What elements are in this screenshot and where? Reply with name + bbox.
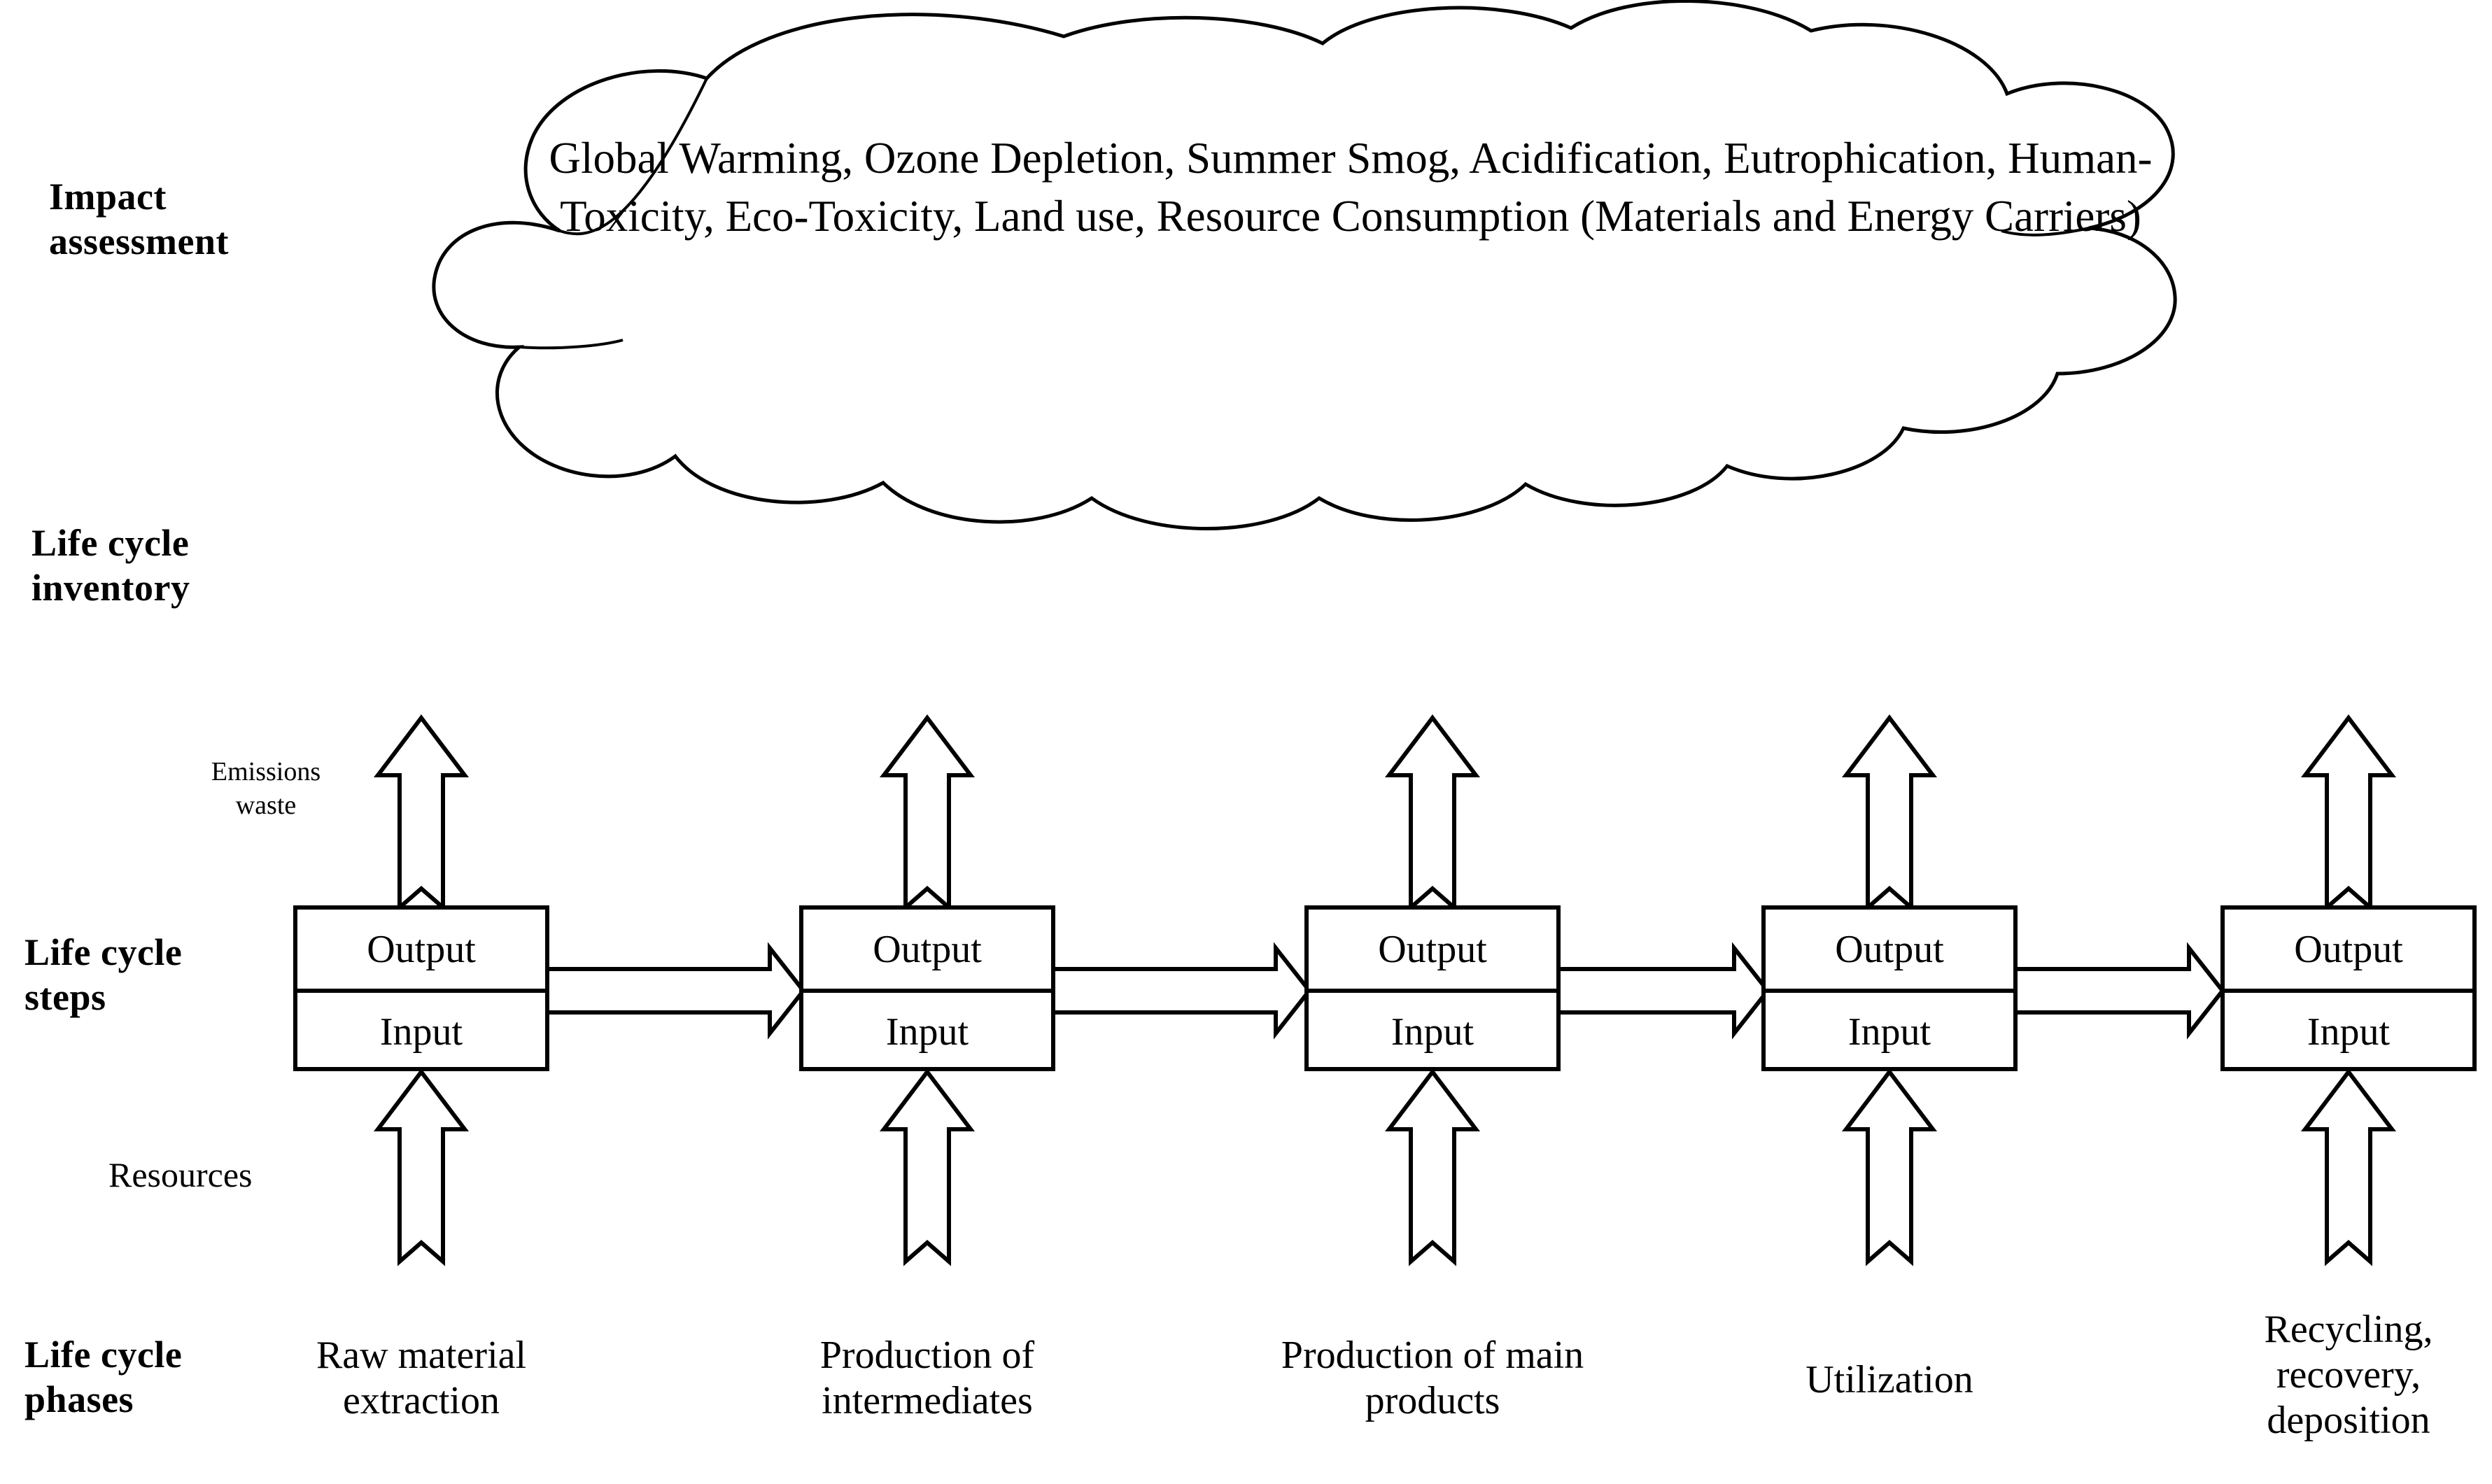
impact-categories-text: Global Warming, Ozone Depletion, Summer … — [549, 134, 2153, 241]
resources-arrow-1 — [373, 1068, 470, 1266]
step-box-5-outline — [2220, 905, 2477, 1071]
resources-arrow-2 — [879, 1068, 976, 1266]
flow-label-emissions-waste: Emissions waste — [211, 757, 321, 820]
flow-label-resources: Resources — [108, 1155, 253, 1194]
emissions-arrow-3 — [1384, 714, 1481, 912]
emissions-arrow-4 — [1841, 714, 1938, 912]
step-flow-arrows-group — [545, 942, 2225, 1040]
flow-arrow-4-to-5 — [2013, 942, 2225, 1040]
flow-arrow-3-to-4 — [1556, 942, 1771, 1040]
row-label-impact-assessment: Impact assessment — [49, 176, 229, 262]
resources-arrow-3 — [1384, 1068, 1481, 1266]
cloud-lobe-seam-2 — [519, 339, 624, 350]
impact-assessment-cloud — [432, 0, 2177, 530]
phase-label-1: Raw material extraction — [316, 1334, 527, 1422]
step-box-4-outline — [1761, 905, 2018, 1071]
step-3-input-label: Input — [1391, 1010, 1474, 1054]
flow-arrow-2-to-3 — [1051, 942, 1312, 1040]
step-3-output-label: Output — [1378, 928, 1487, 971]
emissions-arrow-2 — [879, 714, 976, 912]
step-1-input-label: Input — [379, 1010, 463, 1054]
step-box-1-outline — [293, 905, 549, 1071]
step-box-3[interactable] — [1304, 905, 1561, 1071]
cloud-lobe-seam-1 — [559, 78, 708, 236]
step-4-output-label: Output — [1835, 928, 1944, 971]
resources-arrow-4 — [1841, 1068, 1938, 1266]
phase-label-5: Recycling, recovery, deposition — [2264, 1308, 2433, 1442]
flow-arrow-1-to-2 — [545, 942, 806, 1040]
step-2-output-label: Output — [873, 928, 982, 971]
phase-label-2: Production of intermediates — [819, 1334, 1035, 1422]
emissions-arrow-5 — [2300, 714, 2397, 912]
cloud-outline — [432, 0, 2177, 530]
step-1-output-label: Output — [367, 928, 476, 971]
emissions-arrows-group — [373, 714, 2397, 912]
step-box-3-outline — [1304, 905, 1561, 1071]
step-2-input-label: Input — [885, 1010, 969, 1054]
phase-label-3: Production of main products — [1281, 1334, 1584, 1422]
resources-arrow-5 — [2300, 1068, 2397, 1266]
row-label-life-cycle-phases: Life cycle phases — [24, 1334, 183, 1420]
emissions-arrow-1 — [373, 714, 470, 912]
row-label-life-cycle-steps: Life cycle steps — [24, 931, 183, 1018]
life-cycle-step-boxes-group — [293, 905, 2477, 1071]
step-5-output-label: Output — [2294, 928, 2403, 971]
step-4-input-label: Input — [1847, 1010, 1931, 1054]
step-box-2-outline — [799, 905, 1055, 1071]
step-5-input-label: Input — [2307, 1010, 2391, 1054]
step-box-4[interactable] — [1761, 905, 2018, 1071]
step-box-1[interactable] — [293, 905, 549, 1071]
cloud-lobe-seam-3 — [2001, 227, 2090, 236]
resources-arrows-group — [373, 1068, 2397, 1266]
step-box-5[interactable] — [2220, 905, 2477, 1071]
phase-label-4: Utilization — [1805, 1358, 1973, 1401]
row-label-life-cycle-inventory: Life cycle inventory — [31, 522, 190, 609]
step-box-2[interactable] — [799, 905, 1055, 1071]
